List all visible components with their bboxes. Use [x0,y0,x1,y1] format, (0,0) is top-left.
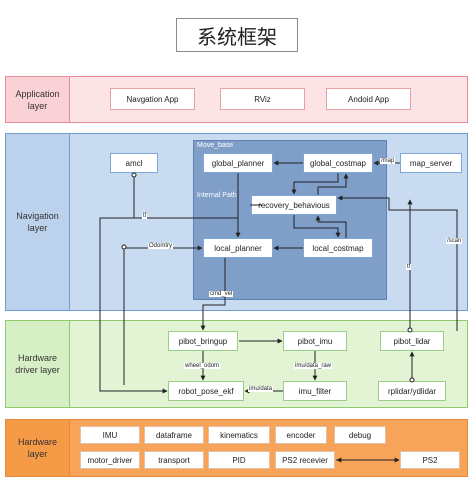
application-layer-label: Application layer [6,77,70,122]
hw-transport: transport [144,451,204,469]
edge-label-tf-nav: tf [142,213,148,219]
hw-ps2-recevier: PS2 recevier [275,451,335,469]
hw-motor-driver: motor_driver [80,451,140,469]
edge-label-tf-lidar: tf [406,264,412,270]
edge-label-cmd-vel: cmd_vel [209,291,234,297]
node-local-costmap: local_costmap [303,238,373,258]
node-global-planner: global_planner [203,153,273,173]
node-recovery-behavious: recovery_behavious [251,195,337,215]
node-pibot-imu: pibot_imu [283,331,347,351]
application-layer: Application layer Navgation App RViz And… [5,76,468,123]
node-global-costmap: global_costmap [303,153,373,173]
node-local-planner: local_planner [203,238,273,258]
hw-dataframe: dataframe [144,426,204,444]
node-pibot-lidar: pibot_lidar [380,331,444,351]
node-map-server: map_server [400,153,462,173]
edge-label-imu-data: imu/data [248,386,274,392]
edge-label-wheel-odom: wheel_odom [184,363,221,369]
node-pibot-bringup: pibot_bringup [168,331,238,351]
edge-label-scan: /scan [446,238,463,244]
node-rplidar-ydlidar: rplidar/ydlidar [378,381,446,401]
app-node-navgation-app: Navgation App [110,88,195,110]
hw-pid: PID [208,451,270,469]
node-imu-filter: imu_filter [283,381,347,401]
hw-encoder: encoder [275,426,327,444]
driver-layer-label: Hardware driver layer [6,321,70,407]
hardware-layer-label: Hardware layer [6,420,70,476]
hw-imu: IMU [80,426,140,444]
edge-label-odomtry: Odomtry [148,243,174,249]
move-base-label: Move_base [197,142,234,149]
app-node-andoid-app: Andoid App [326,88,411,110]
node-amcl: amcl [110,153,158,173]
diagram-title: 系统框架 [176,18,298,52]
app-node-rviz: RViz [220,88,305,110]
edge-label-imu-data-raw: imu/data_raw [294,363,333,369]
hw-debug: debug [334,426,386,444]
edge-label-map: /map [380,158,396,164]
hw-ps2: PS2 [400,451,460,469]
navigation-layer-label: Navigation layer [6,134,70,310]
hw-kinematics: kinematics [208,426,270,444]
node-robot-pose-ekf: robot_pose_ekf [168,381,244,401]
internal-path-label: Internal Path [197,192,237,199]
